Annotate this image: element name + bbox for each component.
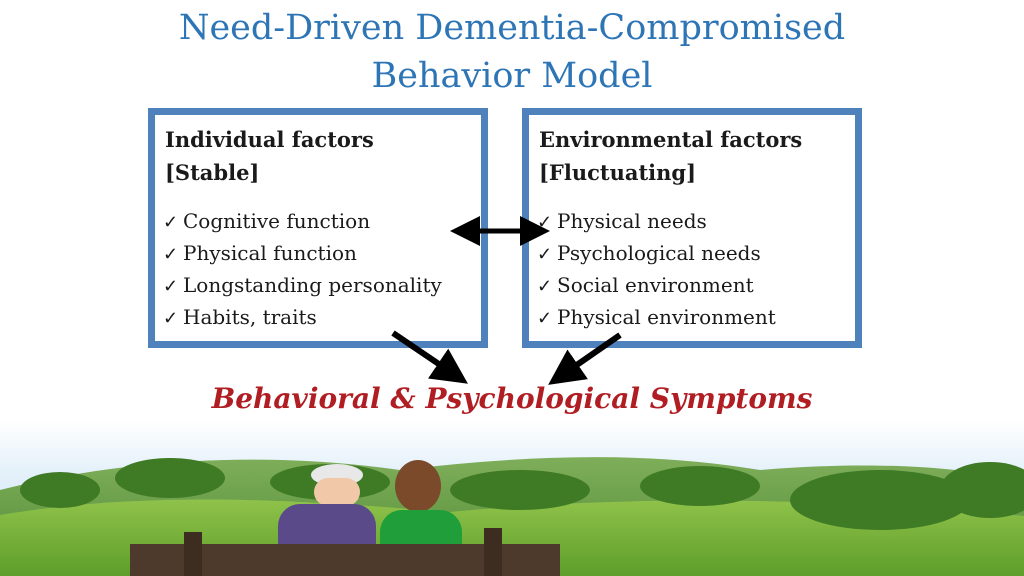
list-item: ✓Physical environment [537,302,776,334]
individual-factors-heading-line-2: [Stable] [165,160,260,185]
check-icon: ✓ [163,276,179,297]
list-item: ✓Habits, traits [163,302,442,334]
list-item: ✓Psychological needs [537,238,776,270]
list-item-label: Physical needs [557,209,707,233]
environmental-factors-heading-line-2: [Fluctuating] [539,160,697,185]
check-icon: ✓ [537,308,553,329]
slide-title: Need-Driven Dementia-Compromised Behavio… [0,4,1024,100]
outcome-label: Behavioral & Psychological Symptoms [211,382,813,415]
list-item: ✓Longstanding personality [163,270,442,302]
individual-factors-box: Individual factors [Stable] ✓Cognitive f… [148,108,488,348]
environmental-factors-heading: Environmental factors [Fluctuating] [539,123,802,189]
landscape-image [0,420,1024,576]
check-icon: ✓ [163,244,179,265]
list-item: ✓Physical needs [537,206,776,238]
slide-title-line-1: Need-Driven Dementia-Compromised [178,8,846,48]
couple-on-bench [130,460,560,576]
check-icon: ✓ [537,212,553,233]
check-icon: ✓ [537,244,553,265]
list-item-label: Habits, traits [183,305,317,329]
slide-title-line-2: Behavior Model [371,56,653,96]
list-item: ✓Cognitive function [163,206,442,238]
list-item-label: Physical environment [557,305,776,329]
list-item-label: Psychological needs [557,241,761,265]
environmental-factors-box: Environmental factors [Fluctuating] ✓Phy… [522,108,862,348]
list-item: ✓Physical function [163,238,442,270]
individual-factors-heading-line-1: Individual factors [165,127,374,152]
tree-line [20,458,1024,530]
environmental-factors-heading-line-1: Environmental factors [539,127,803,152]
check-icon: ✓ [537,276,553,297]
list-item-label: Physical function [183,241,357,265]
list-item-label: Social environment [557,273,754,297]
list-item-label: Longstanding personality [183,273,442,297]
environmental-factors-list: ✓Physical needs ✓Psychological needs ✓So… [537,206,776,334]
check-icon: ✓ [163,212,179,233]
individual-factors-heading: Individual factors [Stable] [165,123,374,189]
list-item: ✓Social environment [537,270,776,302]
check-icon: ✓ [163,308,179,329]
individual-factors-list: ✓Cognitive function ✓Physical function ✓… [163,206,442,334]
list-item-label: Cognitive function [183,209,371,233]
